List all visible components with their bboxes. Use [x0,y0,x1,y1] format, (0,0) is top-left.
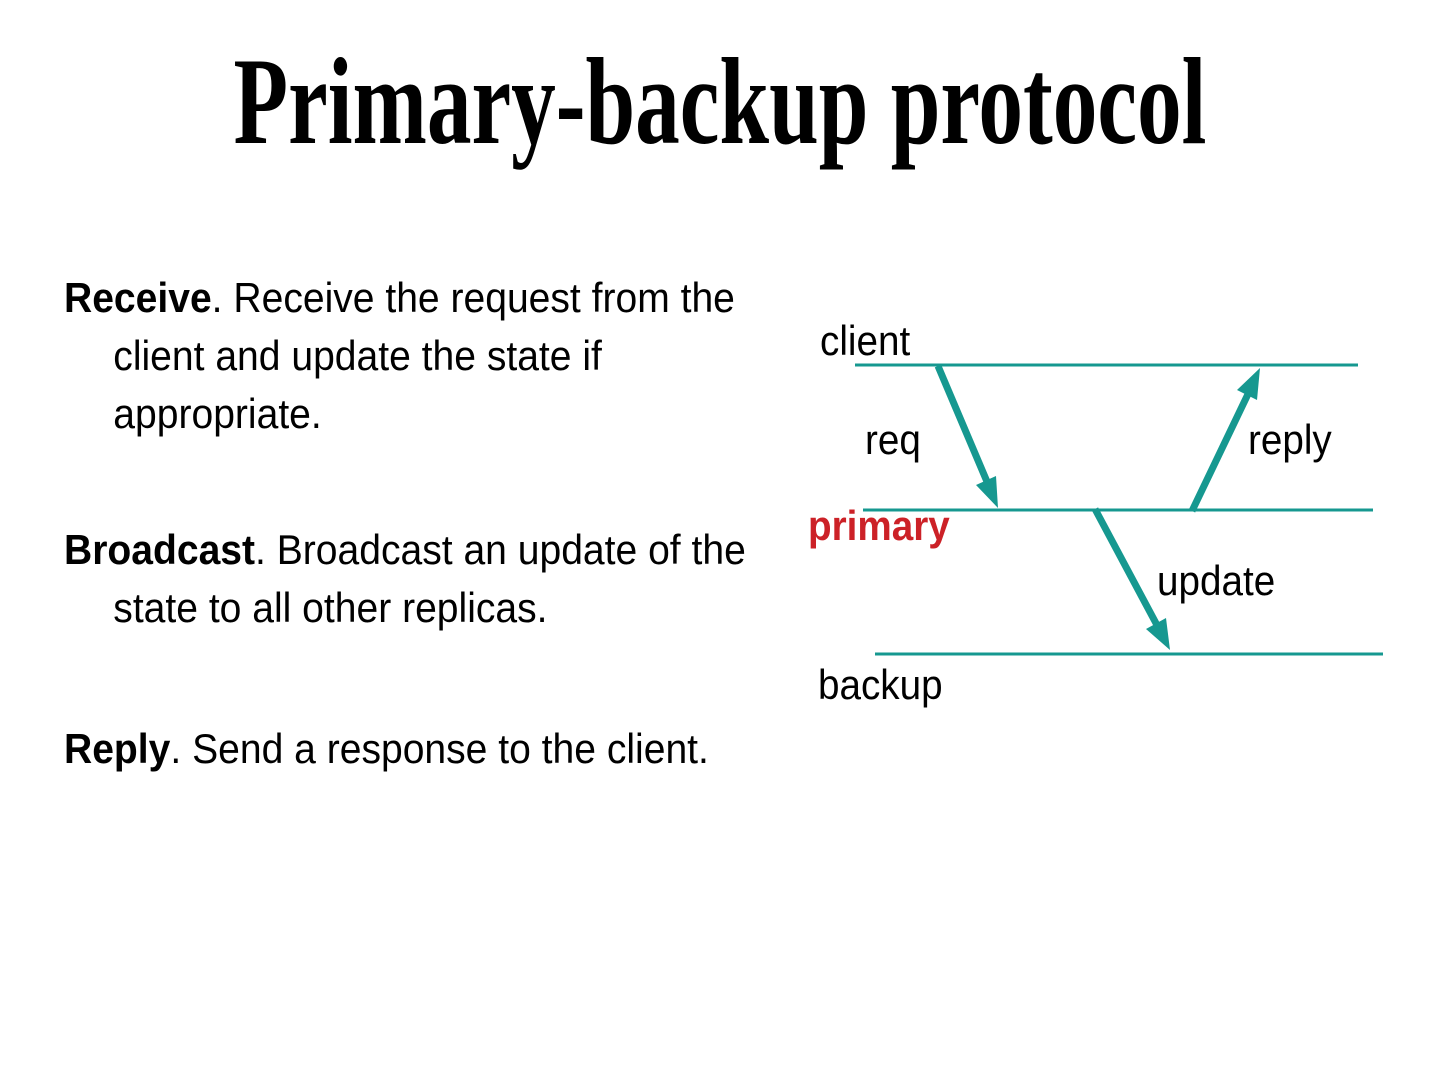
primary-label: primary [808,502,950,549]
update-arrow [1091,507,1170,650]
bullet-text: . Receive the request from the [211,274,735,321]
req-label: req [865,416,921,463]
bullet-text: . Broadcast an update of the [255,526,746,573]
reply-arrow [1188,368,1260,513]
bullet-line: state to all other replicas. [113,584,548,631]
bullet-text: . Send a response to the client. [170,725,709,772]
reply-label: reply [1248,416,1332,463]
page-title: Primary-backup protocol [233,33,1207,170]
req-arrowhead-icon [976,476,998,508]
bullet-line: client and update the state if [113,332,602,379]
bullet-reply: Reply. Send a response to the client. [64,720,709,778]
client-label: client [820,317,911,364]
bullet-broadcast: Broadcast. Broadcast an update of the st… [64,521,746,637]
bullet-line: Receive. Receive the request from the [64,274,735,321]
update-label: update [1157,557,1276,604]
reply-arrow-shaft [1188,390,1253,513]
bullet-lead: Receive [64,274,212,321]
bullet-receive: Receive. Receive the request from the cl… [64,269,735,443]
backup-label: backup [818,661,943,708]
bullet-line: appropriate. [113,390,322,437]
bullet-line: Broadcast. Broadcast an update of the [64,526,746,573]
bullet-line: Reply. Send a response to the client. [64,725,709,772]
update-arrowhead-icon [1146,618,1170,650]
update-arrow-shaft [1091,507,1162,629]
req-arrow-shaft [934,364,992,486]
reply-arrowhead-icon [1237,368,1260,400]
bullet-lead: Broadcast [64,526,256,573]
req-arrow [934,364,998,508]
bullet-lead: Reply [64,725,171,772]
